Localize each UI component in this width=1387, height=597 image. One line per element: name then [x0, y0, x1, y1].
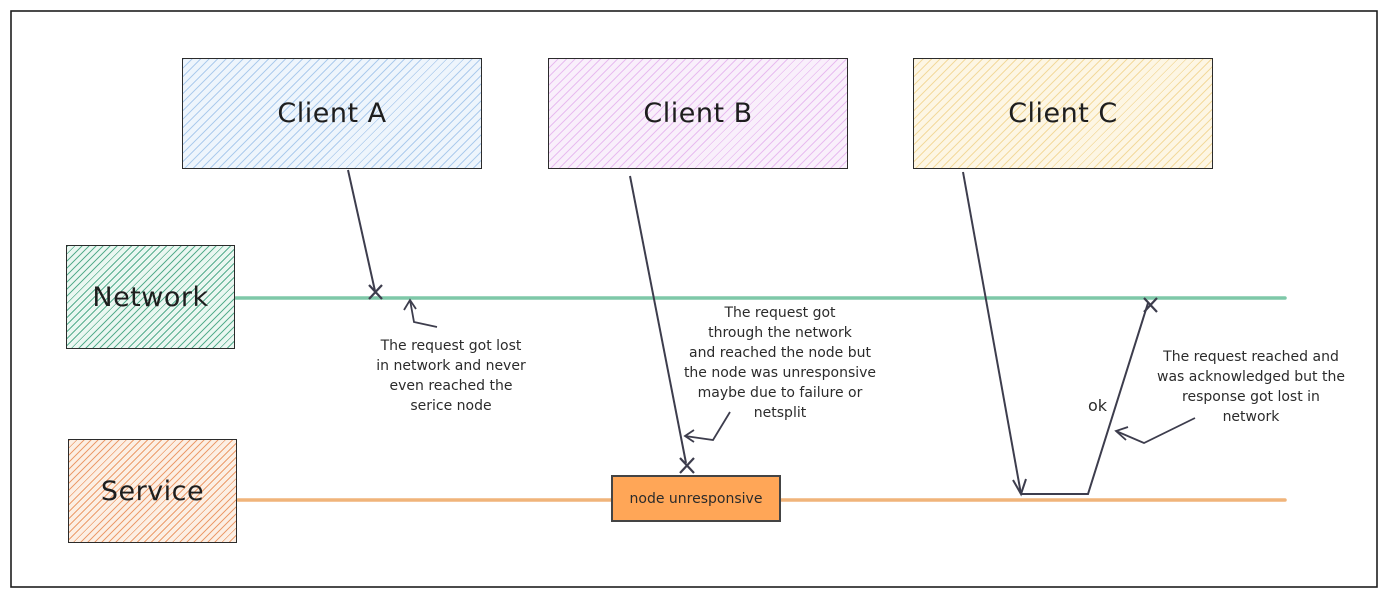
outer-frame — [10, 10, 1378, 588]
client-b-note: The request got through the network and … — [683, 305, 877, 421]
client-a-note: The request got lost in network and neve… — [376, 338, 526, 414]
client-a-box: Client A — [182, 58, 482, 169]
node-unresponsive-box: node unresponsive — [611, 475, 781, 522]
network-label: Network — [92, 281, 209, 313]
client-c-box: Client C — [913, 58, 1213, 169]
client-c-request-arrow — [962, 171, 1027, 497]
client-a-label: Client A — [277, 98, 387, 129]
client-b-label: Client B — [643, 98, 753, 129]
client-a-note-pointer — [403, 298, 438, 328]
node-unresponsive-label: node unresponsive — [629, 490, 763, 507]
client-c-note: The request reached and was acknowledged… — [1157, 349, 1345, 425]
client-a-lost-cross-icon — [368, 284, 383, 300]
client-c-response-lost-cross-icon — [1143, 297, 1158, 313]
service-label: Service — [100, 475, 205, 507]
client-b-request-arrow — [629, 175, 687, 464]
service-box: Service — [68, 439, 237, 543]
client-c-response-path — [1021, 302, 1149, 495]
client-c-label: Client C — [1008, 98, 1118, 129]
ok-label: ok — [1088, 396, 1108, 415]
network-box: Network — [66, 245, 235, 349]
client-c-note-pointer — [1114, 417, 1196, 444]
client-a-request-arrow — [347, 169, 376, 292]
client-b-note-pointer — [683, 411, 731, 443]
client-b-unresponsive-cross-icon — [679, 457, 695, 474]
client-b-box: Client B — [548, 58, 848, 169]
